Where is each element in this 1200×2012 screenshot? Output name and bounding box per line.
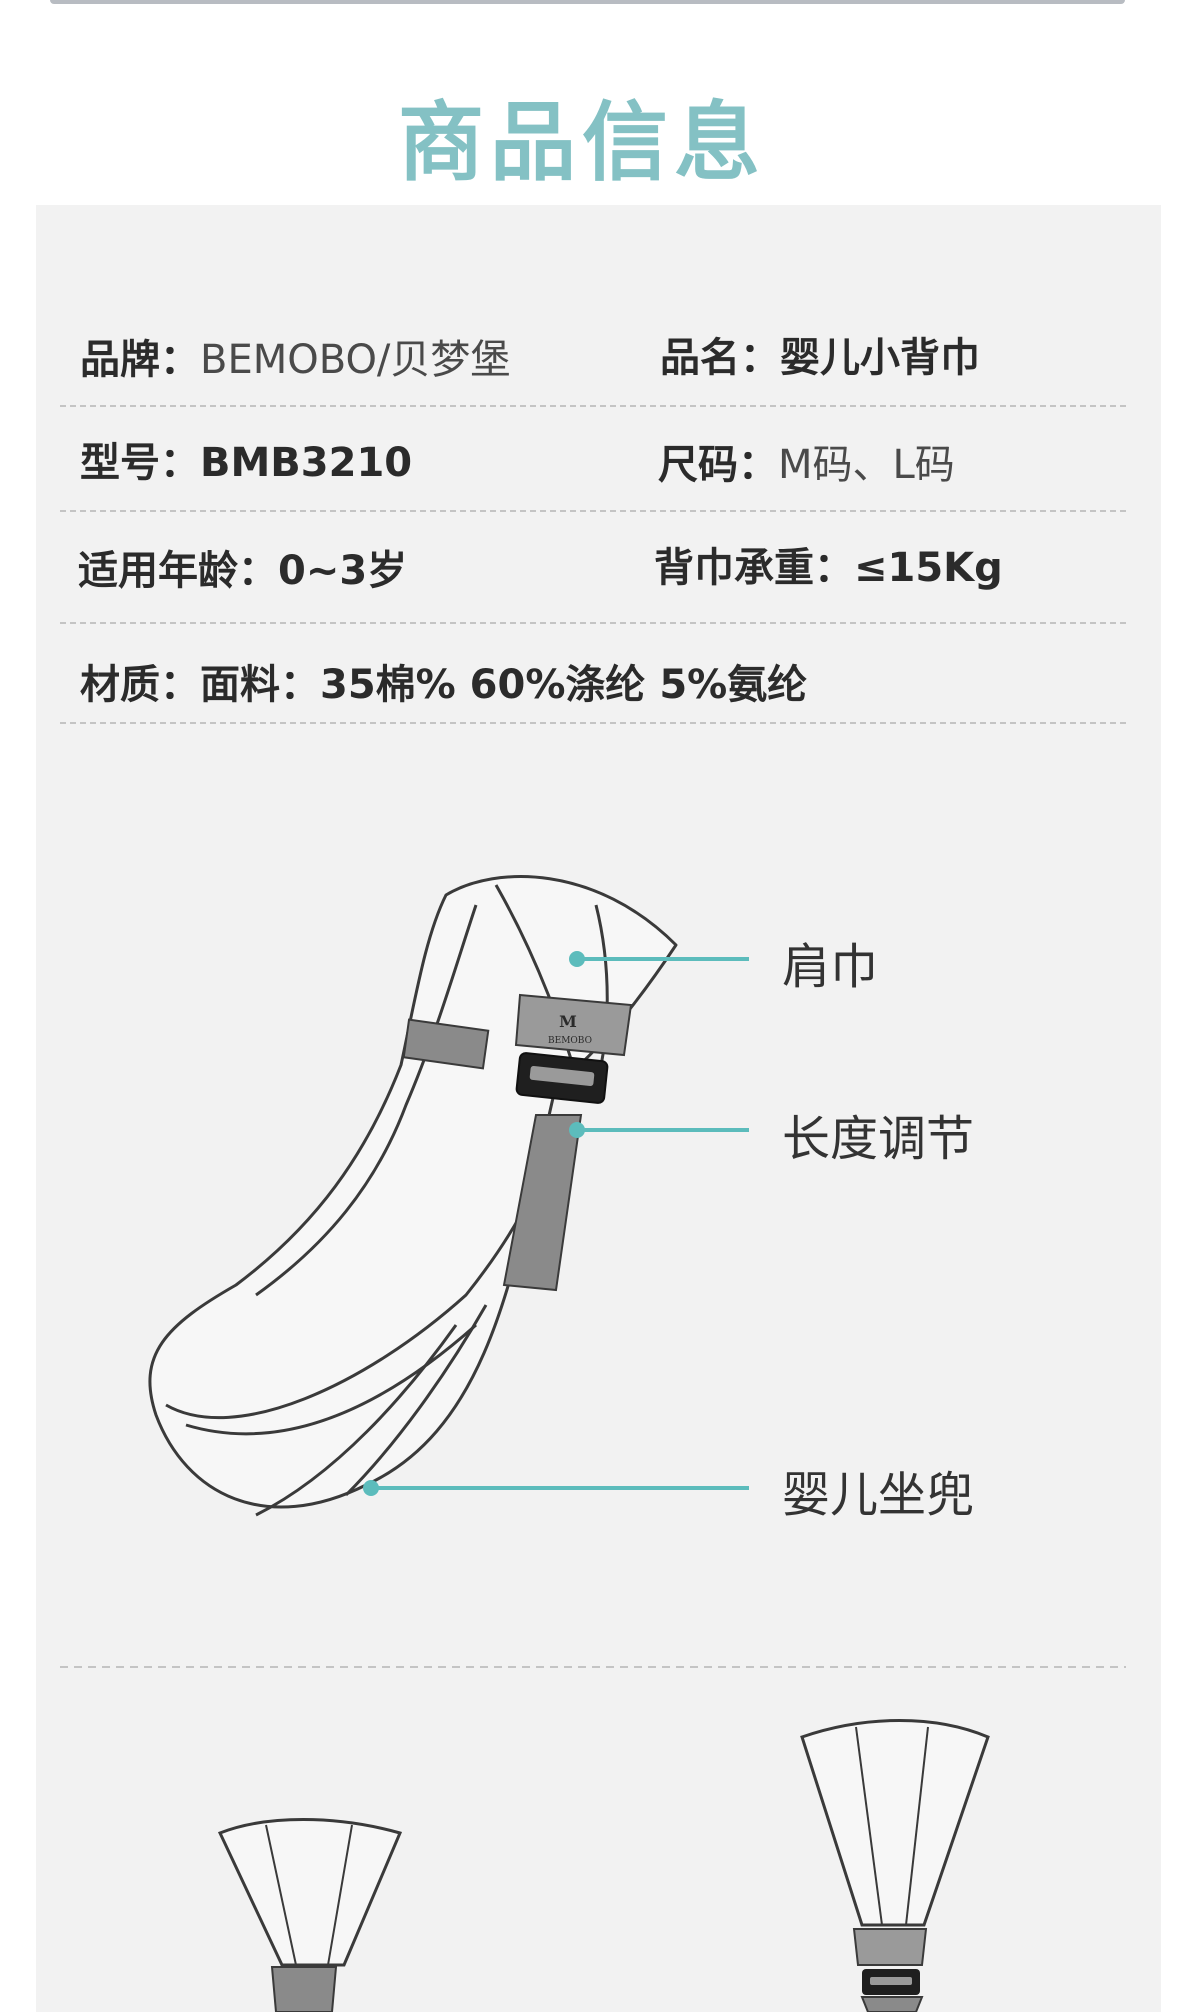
strap-buckle: M BEMOBO [514, 993, 633, 1104]
callout-length-adjust: 长度调节 [782, 1111, 975, 1167]
spec-product-name-label: 品名： [660, 335, 780, 381]
sling-seat-seam-1 [255, 1324, 458, 1517]
adjuster-clip-slot [529, 1065, 595, 1087]
callout-shoulder: 肩巾 [782, 939, 879, 995]
spec-load-value: ≤15Kg [854, 545, 1003, 591]
sling-diagram: M BEMOBO [60, 875, 1126, 2012]
spec-load-label: 背巾承重： [654, 545, 854, 591]
spec-model-label: 型号： [80, 440, 200, 486]
spec-row-4 [60, 622, 1126, 724]
spec-age-label: 适用年龄： [78, 548, 278, 594]
spec-material-label: 材质： [80, 662, 200, 708]
sling-front-view-large [800, 1719, 990, 2012]
spec-row-3 [60, 510, 1126, 624]
spec-brand: 品牌：BEMOBO/贝梦堡 [80, 327, 510, 385]
spec-size-value: M码、L码 [778, 442, 955, 488]
callout-lines [363, 951, 749, 1496]
callout-baby-seat: 婴儿坐兜 [782, 1467, 975, 1523]
spec-size: 尺码：M码、L码 [658, 432, 955, 490]
sling-shoulder-inner [255, 904, 478, 1297]
section-title: 商品信息 [398, 93, 766, 193]
spec-load: 背巾承重：≤15Kg [654, 535, 1003, 593]
spec-age: 适用年龄：0~3岁 [78, 538, 407, 596]
spec-size-label: 尺码： [658, 442, 778, 488]
spec-material: 材质：面料：35棉% 60%涤纶 5%氨纶 [80, 652, 807, 710]
center-strap [502, 1114, 583, 1292]
product-info-panel: 品牌：BEMOBO/贝梦堡 品名：婴儿小背巾 型号：BMB3210 尺码：M码、… [36, 205, 1161, 2012]
sling-seat-inner [185, 1323, 477, 1436]
spec-brand-label: 品牌： [80, 337, 200, 383]
spec-row-2 [60, 405, 1126, 512]
sling-seat-seam-2 [344, 1304, 488, 1497]
spec-material-value: 面料：35棉% 60%涤纶 5%氨纶 [200, 662, 808, 708]
buckle-logo-letter: M [559, 1012, 577, 1031]
side-strap [402, 1018, 490, 1070]
sling-illustration [148, 875, 678, 1517]
buckle-logo-text: BEMOBO [548, 1036, 592, 1046]
buckle-plate [514, 993, 633, 1057]
spec-age-value: 0~3岁 [278, 548, 408, 594]
top-image-edge [50, 0, 1125, 4]
spec-model-value: BMB3210 [200, 440, 413, 486]
spec-model: 型号：BMB3210 [80, 430, 412, 488]
sling-outer-body [148, 875, 678, 1509]
spec-product-name: 品名：婴儿小背巾 [660, 325, 980, 383]
spec-product-name-value: 婴儿小背巾 [780, 335, 980, 381]
sling-front-view-small [217, 1818, 403, 2012]
spec-brand-value: BEMOBO/贝梦堡 [200, 337, 511, 383]
spec-row-1 [60, 265, 1126, 407]
